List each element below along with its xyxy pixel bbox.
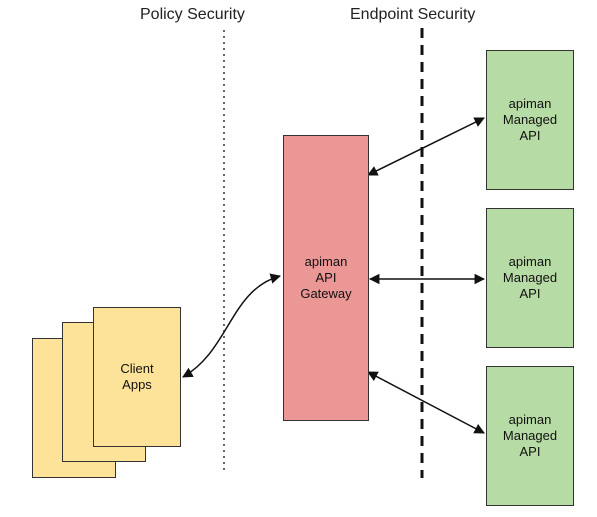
managed-api-box-3: apiman Managed API — [486, 366, 574, 506]
endpoint-security-label: Endpoint Security — [350, 6, 476, 23]
gateway-line2: API — [315, 269, 337, 285]
gateway-api3-connector — [367, 371, 485, 434]
api-gateway-box: apiman API Gateway — [283, 135, 369, 421]
managed-api-box-1: apiman Managed API — [486, 50, 574, 190]
gateway-line1: apiman — [304, 253, 348, 269]
gateway-api1-connector — [367, 117, 485, 176]
client-gateway-connector — [182, 273, 282, 378]
api3-line1: apiman — [508, 411, 552, 427]
api1-line1: apiman — [508, 95, 552, 111]
api1-line2: Managed — [502, 111, 558, 127]
policy-security-label: Policy Security — [140, 6, 245, 23]
api1-line3: API — [519, 128, 541, 144]
managed-api-box-2: apiman Managed API — [486, 208, 574, 348]
api2-line2: Managed — [502, 269, 558, 285]
client-apps-line1: Client — [120, 360, 154, 376]
api2-line3: API — [519, 286, 541, 302]
gateway-line3: Gateway — [300, 286, 352, 302]
api2-line1: apiman — [508, 253, 552, 269]
client-apps-line2: Apps — [122, 377, 152, 392]
api3-line2: Managed — [502, 427, 558, 443]
api3-line3: API — [519, 444, 541, 460]
client-apps-box: Client Apps — [93, 307, 181, 447]
